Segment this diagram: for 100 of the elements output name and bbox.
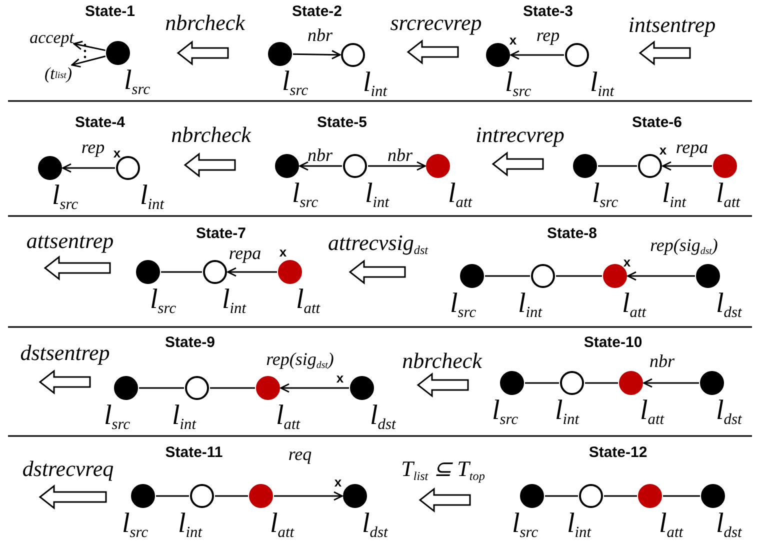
transition-label: nbrcheck	[402, 350, 482, 372]
node-label: l$_{int}$	[178, 510, 202, 538]
connector-line	[210, 387, 255, 389]
transition-label: dstsentrep	[20, 342, 110, 364]
connector-line	[525, 382, 559, 384]
transition-label: nbrcheck	[165, 12, 245, 34]
edge-label: nbr	[650, 352, 674, 370]
node-label: l$_{att}$	[659, 510, 684, 538]
arrow	[73, 40, 106, 52]
arrow	[299, 161, 342, 171]
connector-line	[585, 382, 618, 384]
connector-line	[161, 271, 202, 273]
arrow	[71, 56, 106, 68]
node-label: l$_{int}$	[365, 180, 390, 208]
node-label: l$_{att}$	[276, 402, 300, 430]
arrow	[292, 50, 341, 60]
cross-mark: x	[113, 146, 121, 160]
node-label: l$_{int}$	[172, 402, 196, 430]
node-label: l$_{src}$	[512, 510, 538, 538]
arrow	[627, 271, 695, 281]
action-label: accept	[10, 26, 74, 48]
connector-line	[604, 495, 637, 497]
arrow	[643, 378, 699, 388]
node-label: l$_{src}$	[150, 286, 176, 314]
cross-mark: x	[279, 246, 287, 258]
block-arrow	[38, 484, 107, 510]
node-label: l$_{att}$	[448, 180, 472, 208]
transition-label: nbrcheck	[171, 124, 251, 146]
node-label: l$_{att}$	[270, 510, 294, 538]
state-title: State-12	[588, 444, 648, 462]
edge-label: nbr	[308, 146, 332, 164]
cross-mark: x	[336, 372, 344, 384]
node-label: l$_{src}$	[282, 68, 308, 96]
connector-line	[663, 495, 700, 497]
block-arrow	[406, 39, 459, 65]
node-label: l$_{src}$	[124, 67, 150, 95]
block-arrow	[638, 40, 691, 66]
node-label: l$_{src}$	[492, 397, 518, 425]
block-arrow	[348, 259, 406, 285]
node-label: l$_{dst}$	[362, 510, 388, 538]
transition-label: dstrecvreq	[22, 458, 114, 480]
node-label: l$_{src}$	[450, 290, 476, 318]
node-label: l$_{att}$	[716, 180, 740, 208]
connector-line	[545, 495, 578, 497]
cross-mark: x	[509, 34, 517, 46]
block-arrow	[418, 487, 471, 513]
edge-label: rep(sig$_{dst}$)	[266, 350, 334, 368]
edge-label: rep(sig$_{dst}$)	[650, 236, 718, 254]
node-label: l$_{att}$	[296, 286, 320, 314]
state-title: State-8	[546, 225, 598, 243]
state-title: State-7	[196, 225, 246, 243]
cross-mark: x	[659, 144, 667, 156]
node-label: l$_{src}$	[592, 180, 618, 208]
block-arrow	[492, 151, 544, 177]
state-title: State-4	[74, 114, 126, 132]
node-label: l$_{dst}$	[716, 510, 742, 538]
edge-label: repa	[228, 244, 262, 262]
connector-line	[485, 275, 530, 277]
state-title: State-2	[292, 3, 342, 21]
node-label: l$_{src}$	[52, 182, 78, 210]
edge-label: nbr	[308, 26, 332, 44]
node-label: l$_{int}$	[518, 290, 542, 318]
node-label: l$_{int}$	[662, 180, 686, 208]
block-arrow	[184, 152, 236, 178]
state-title: State-10	[584, 334, 642, 352]
connector-line	[215, 495, 248, 497]
node-label: l$_{int}$	[222, 286, 246, 314]
state-title: State-6	[632, 114, 682, 132]
connector-line	[156, 495, 189, 497]
block-arrow	[416, 372, 469, 398]
node-label: l$_{src}$	[292, 180, 318, 208]
node-label: l$_{int}$	[140, 182, 164, 210]
transition-label: attsentrep	[26, 230, 114, 252]
arrow	[227, 267, 277, 277]
node-label: l$_{int}$	[555, 397, 580, 425]
node-label: l$_{dst}$	[716, 290, 742, 318]
node-label: l$_{dst}$	[370, 402, 396, 430]
connector-line	[556, 275, 602, 277]
edge-label: repa	[676, 138, 708, 156]
state-title: State-5	[316, 114, 368, 132]
cross-mark: x	[334, 476, 342, 488]
connector-line	[598, 165, 637, 167]
connector-line	[139, 387, 184, 389]
transition-label: attrecvsig$_{dst}$	[328, 232, 428, 254]
block-arrow	[38, 369, 91, 395]
transition-label: intsentrep	[628, 14, 716, 36]
edge-label: rep	[536, 26, 560, 44]
state-title: State-11	[165, 444, 223, 462]
arrow	[280, 383, 349, 393]
node-label: l$_{dst}$	[716, 397, 742, 425]
edge-label: req	[288, 445, 312, 463]
transition-label: intrecvrep	[476, 124, 564, 146]
node-label: l$_{att}$	[622, 290, 646, 318]
node-label: l$_{int}$	[590, 69, 614, 97]
arrow	[368, 161, 426, 171]
edge-label: nbr	[388, 146, 412, 164]
state-title: State-3	[522, 3, 574, 21]
block-arrow	[176, 40, 229, 66]
node-label: l$_{int}$	[567, 510, 592, 538]
node-label: l$_{src}$	[505, 69, 532, 97]
